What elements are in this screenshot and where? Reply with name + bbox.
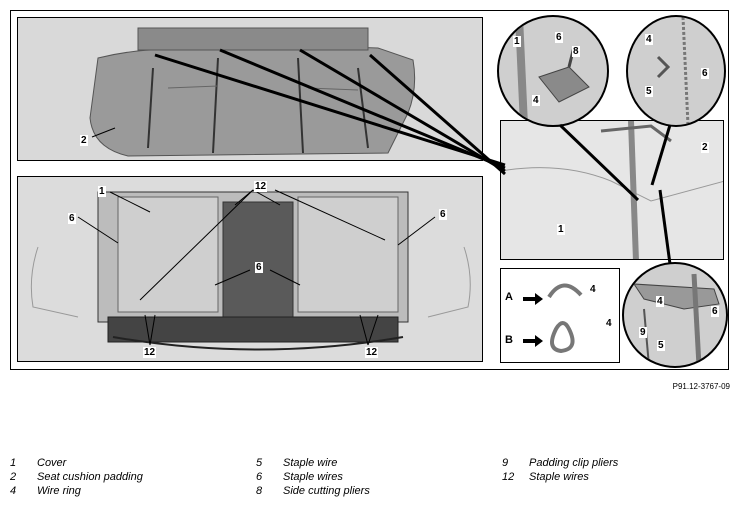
seat-cover-panel — [17, 176, 483, 362]
closeup-drawing — [501, 121, 723, 259]
callout-6-staple-circle: 6 — [701, 68, 709, 79]
callout-4-ring-a: 4 — [589, 284, 597, 295]
figure-reference: P91.12-3767-09 — [672, 382, 730, 391]
callout-1-closeup: 1 — [557, 224, 565, 235]
seat-padding-panel — [17, 17, 483, 161]
callout-12-mid-left: 12 — [143, 347, 157, 358]
callout-5-staple-circle: 5 — [645, 86, 653, 97]
callout-6-mid-right: 6 — [439, 209, 447, 220]
seat-padding-drawing — [89, 27, 416, 157]
callout-2-top: 2 — [80, 135, 88, 146]
wire-ring-detail-panel — [500, 268, 620, 363]
callout-4-ring-b: 4 — [605, 318, 613, 329]
detail-circle-clip-pliers — [622, 262, 728, 368]
callout-1-circle: 1 — [513, 36, 521, 47]
callout-12-mid-right: 12 — [365, 347, 379, 358]
callout-4-clip-circle: 4 — [656, 296, 664, 307]
callout-5-clip-circle: 5 — [657, 340, 665, 351]
callout-2-closeup: 2 — [701, 142, 709, 153]
label-a: A — [505, 291, 513, 303]
label-b: B — [505, 334, 513, 346]
callout-6-circle: 6 — [555, 32, 563, 43]
callout-12-mid-top: 12 — [254, 181, 268, 192]
seat-cover-drawing — [30, 191, 471, 351]
callout-4-circle: 4 — [532, 95, 540, 106]
staple-detail-drawing — [656, 17, 690, 125]
wire-ring-drawing — [523, 283, 583, 354]
callout-9-clip-circle: 9 — [639, 327, 647, 338]
callout-8-circle: 8 — [572, 46, 580, 57]
callout-6-mid-center: 6 — [255, 262, 263, 273]
pliers-detail-drawing — [515, 17, 590, 125]
callout-6-mid-left: 6 — [68, 213, 76, 224]
detail-circle-pliers — [497, 15, 609, 127]
callout-1-mid: 1 — [98, 186, 106, 197]
callout-4-staple-circle: 4 — [645, 34, 653, 45]
detail-circle-staple — [626, 15, 726, 127]
closeup-panel — [500, 120, 724, 260]
callout-6-clip-circle: 6 — [711, 306, 719, 317]
